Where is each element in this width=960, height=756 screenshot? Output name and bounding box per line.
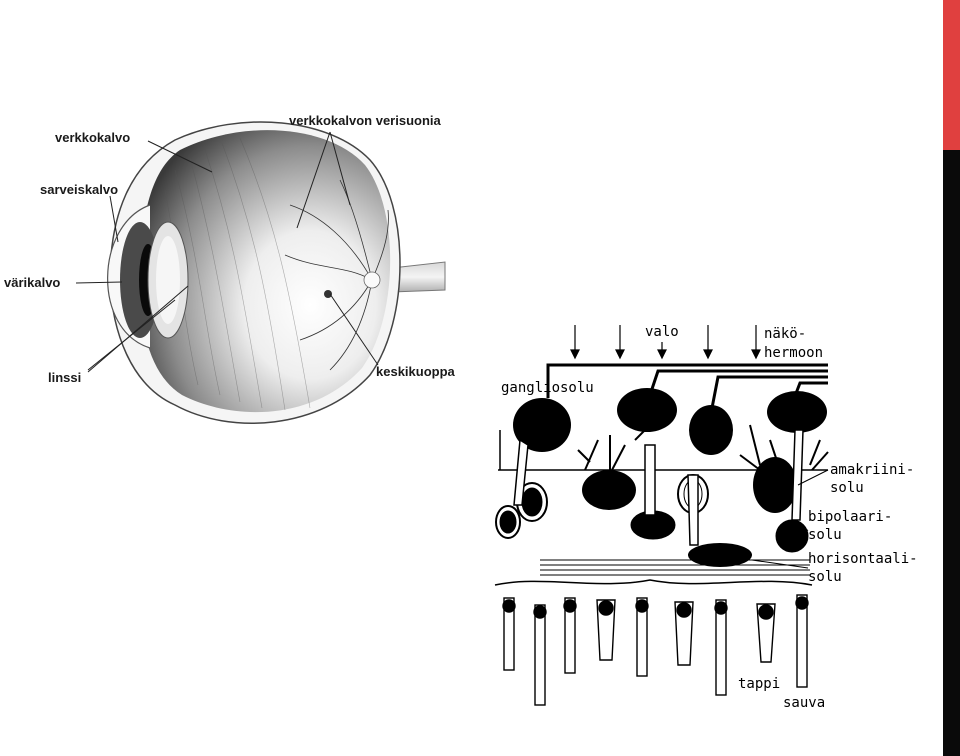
eye-leader-lines (75, 131, 379, 373)
label-horisontaali-2: solu (808, 569, 842, 585)
accent-bar-top (943, 0, 960, 150)
horizontal-cell (540, 543, 810, 576)
light-arrows (570, 325, 761, 360)
label-amakriini-2: solu (830, 480, 864, 496)
label-verisuonia: verkkokalvon verisuonia (289, 113, 442, 128)
retina-diagram: valo näkö- hermoon gangliosolu amakriini… (494, 324, 918, 711)
label-varikalvo: värikalvo (4, 275, 60, 290)
label-bipolaari-2: solu (808, 527, 842, 543)
label-nako-2: hermoon (764, 345, 823, 361)
label-sarveiskalvo: sarveiskalvo (40, 182, 118, 197)
nerve-fibres (546, 363, 828, 409)
label-nako-1: näkö- (764, 326, 806, 342)
label-sauva: sauva (783, 695, 825, 711)
cell-processes (513, 429, 804, 546)
cones (596, 599, 776, 666)
eyeball-interior (140, 130, 391, 413)
label-horisontaali-1: horisontaali- (808, 551, 918, 567)
fovea-pit (324, 290, 332, 298)
retina-leader-lines (751, 469, 829, 569)
label-verkkokalvo: verkkokalvo (55, 130, 130, 145)
outer-plexiform-line (494, 579, 813, 586)
label-amakriini-1: amakriini- (830, 462, 914, 478)
label-valo: valo (645, 324, 679, 340)
label-linssi: linssi (48, 370, 81, 385)
label-gangliosolu: gangliosolu (501, 380, 594, 396)
amacrine-cells (582, 457, 797, 513)
ganglion-cells (513, 388, 827, 455)
photoreceptors (502, 594, 809, 706)
dendrites (577, 424, 829, 475)
rods (502, 594, 809, 706)
label-tappi: tappi (738, 676, 780, 692)
optic-disc (363, 271, 381, 289)
eye-diagram: verkkokalvo sarveiskalvo värikalvo linss… (4, 113, 456, 424)
retinal-vessels (284, 179, 389, 371)
accent-bar-bottom (943, 150, 960, 756)
retina-shading (164, 137, 311, 411)
label-keskikuoppa: keskikuoppa (376, 364, 456, 379)
label-bipolaari-1: bipolaari- (808, 509, 892, 525)
